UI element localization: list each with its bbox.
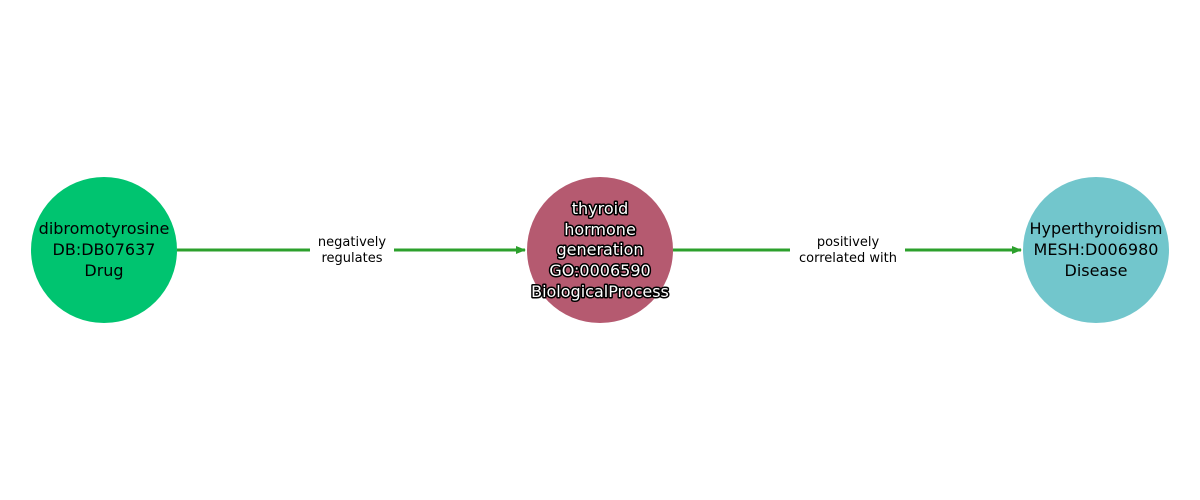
node-label: generation — [556, 240, 643, 259]
edge-negatively-regulates: negatively regulates — [177, 235, 526, 266]
node-circle[interactable] — [31, 177, 177, 323]
edge-label: positively — [817, 235, 880, 250]
node-thyroid-hormone-generation[interactable]: thyroid hormone generation GO:0006590 Bi… — [527, 177, 673, 323]
edge-label: correlated with — [799, 251, 897, 266]
node-circle[interactable] — [527, 177, 673, 323]
node-dibromotyrosine[interactable]: dibromotyrosine DB:DB07637 Drug — [31, 177, 177, 323]
edge-positively-correlated-with: positively correlated with — [673, 235, 1022, 266]
node-hyperthyroidism[interactable]: Hyperthyroidism MESH:D006980 Disease — [1023, 177, 1169, 323]
node-label: BiologicalProcess — [531, 282, 669, 301]
node-circle[interactable] — [1023, 177, 1169, 323]
node-label: hormone — [564, 220, 636, 239]
node-label: Disease — [1065, 261, 1128, 280]
edge-label: regulates — [322, 251, 383, 266]
edge-label: negatively — [318, 235, 386, 250]
node-label: Drug — [84, 261, 123, 280]
node-label: GO:0006590 — [549, 261, 650, 280]
node-label: thyroid — [572, 199, 629, 218]
node-label: Hyperthyroidism — [1030, 219, 1163, 238]
node-label: DB:DB07637 — [53, 240, 156, 259]
node-label: MESH:D006980 — [1034, 240, 1159, 259]
node-label: dibromotyrosine — [39, 219, 170, 238]
